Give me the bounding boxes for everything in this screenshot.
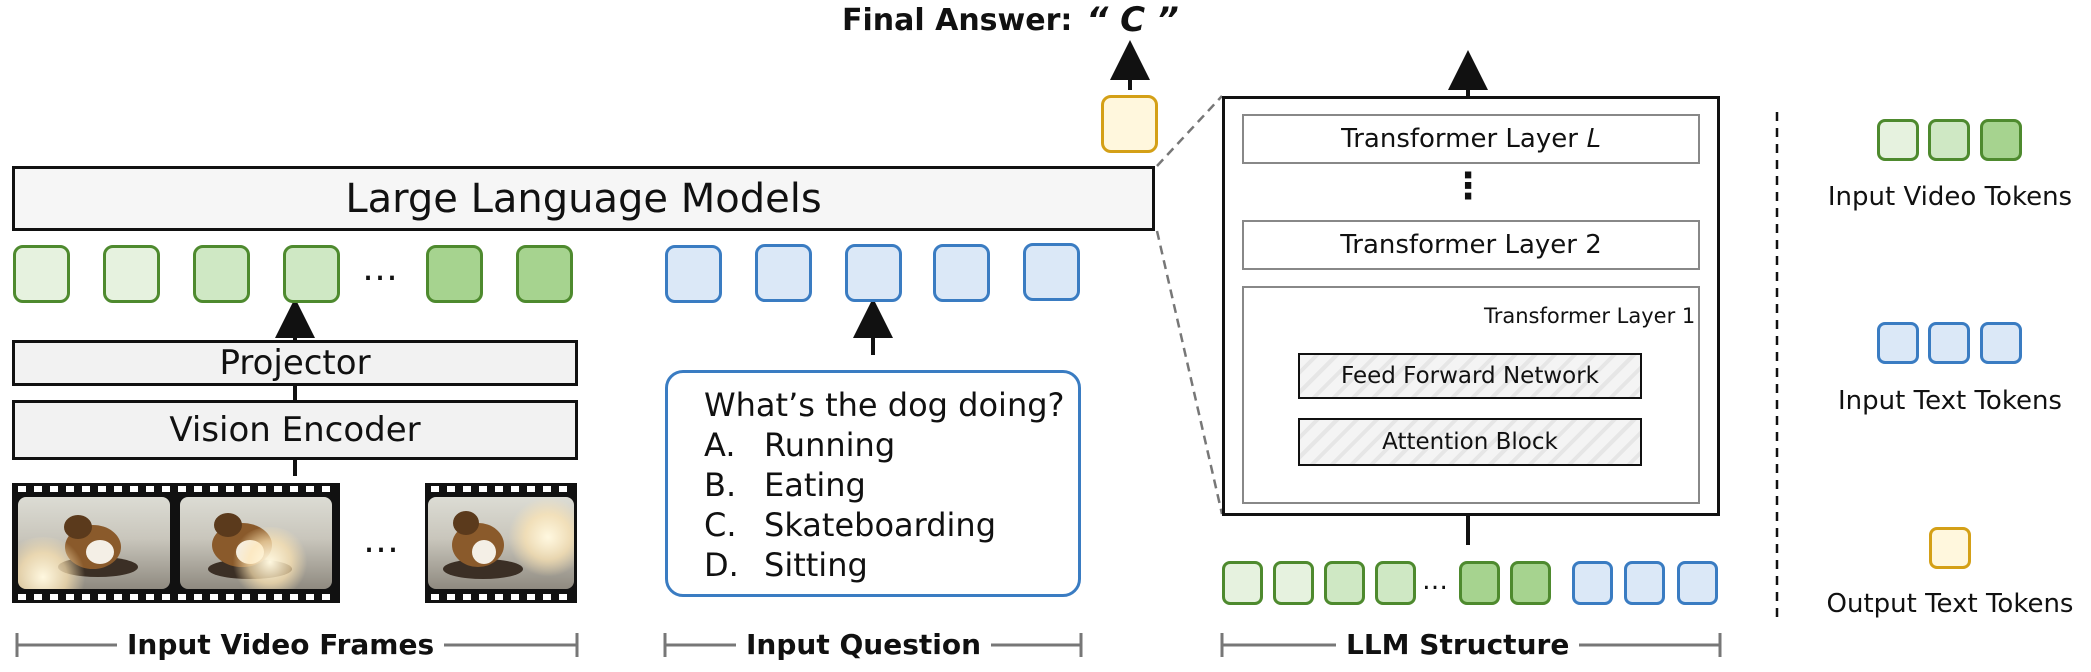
zoom-line-top bbox=[1156, 95, 1223, 167]
struct-video-token bbox=[1459, 561, 1500, 605]
video-frame bbox=[18, 497, 170, 589]
video-token bbox=[103, 245, 160, 303]
text-token bbox=[933, 244, 990, 302]
legend-text-token bbox=[1928, 322, 1970, 364]
vision-encoder-box: Vision Encoder bbox=[12, 400, 578, 460]
struct-video-token bbox=[1375, 561, 1416, 605]
feed-forward-network: Feed Forward Network bbox=[1298, 353, 1642, 399]
legend-input-video-tokens: Input Video Tokens bbox=[1827, 182, 2073, 212]
struct-video-token bbox=[1222, 561, 1263, 605]
video-frame bbox=[428, 497, 574, 589]
legend-output-token bbox=[1929, 527, 1971, 569]
video-token bbox=[426, 245, 483, 303]
attention-block: Attention Block bbox=[1298, 418, 1642, 466]
question-prompt: What’s the dog doing? bbox=[704, 386, 1065, 424]
legend-input-text-tokens: Input Text Tokens bbox=[1838, 386, 2062, 416]
question-option: D.Sitting bbox=[704, 546, 868, 584]
transformer-layer-1-box bbox=[1242, 286, 1700, 504]
zoom-line-bottom bbox=[1155, 230, 1224, 515]
legend-text-token bbox=[1980, 322, 2022, 364]
frame-ellipsis: … bbox=[363, 520, 399, 561]
struct-text-token bbox=[1677, 561, 1718, 605]
video-token bbox=[193, 245, 250, 303]
final-answer: Final Answer: “ C ” bbox=[842, 0, 1179, 40]
output-token bbox=[1101, 95, 1158, 153]
caption-input-question: Input Question bbox=[736, 628, 992, 661]
struct-text-token bbox=[1572, 561, 1613, 605]
text-token bbox=[1023, 243, 1080, 301]
caption-llm-structure: LLM Structure bbox=[1336, 628, 1580, 661]
llm-box: Large Language Models bbox=[12, 166, 1155, 231]
question-option: C.Skateboarding bbox=[704, 506, 997, 544]
vision-encoder-label: Vision Encoder bbox=[169, 410, 421, 450]
struct-video-token bbox=[1510, 561, 1551, 605]
video-token bbox=[283, 245, 340, 303]
video-token bbox=[13, 245, 70, 303]
legend-output-text-tokens: Output Text Tokens bbox=[1826, 589, 2074, 619]
question-box: What’s the dog doing? A.Running B.Eating… bbox=[665, 370, 1081, 597]
question-option: A.Running bbox=[704, 426, 896, 464]
video-frame bbox=[180, 497, 332, 589]
projector-label: Projector bbox=[219, 343, 371, 383]
transformer-layer-L: Transformer Layer 𝐿 bbox=[1242, 114, 1700, 164]
layer-ellipsis: ⋮ bbox=[1450, 166, 1486, 207]
struct-text-token bbox=[1624, 561, 1665, 605]
llm-label: Large Language Models bbox=[345, 175, 822, 222]
final-answer-value: “ C ” bbox=[1086, 0, 1179, 40]
text-token bbox=[755, 244, 812, 302]
legend-video-token bbox=[1877, 119, 1919, 161]
legend-video-token bbox=[1980, 119, 2022, 161]
video-token-ellipsis: … bbox=[362, 248, 398, 289]
question-option: B.Eating bbox=[704, 466, 866, 504]
projector-box: Projector bbox=[12, 340, 578, 386]
caption-input-video-frames: Input Video Frames bbox=[117, 628, 445, 661]
struct-video-token bbox=[1324, 561, 1365, 605]
legend-text-token bbox=[1877, 322, 1919, 364]
final-answer-label: Final Answer: bbox=[842, 2, 1073, 38]
struct-token-ellipsis: … bbox=[1422, 566, 1448, 596]
legend-video-token bbox=[1928, 119, 1970, 161]
text-token bbox=[665, 245, 722, 303]
video-token bbox=[516, 245, 573, 303]
transformer-layer-1-label: Transformer Layer 1 bbox=[1482, 304, 1698, 328]
struct-video-token bbox=[1273, 561, 1314, 605]
transformer-layer-2: Transformer Layer 2 bbox=[1242, 220, 1700, 270]
text-token bbox=[845, 244, 902, 302]
